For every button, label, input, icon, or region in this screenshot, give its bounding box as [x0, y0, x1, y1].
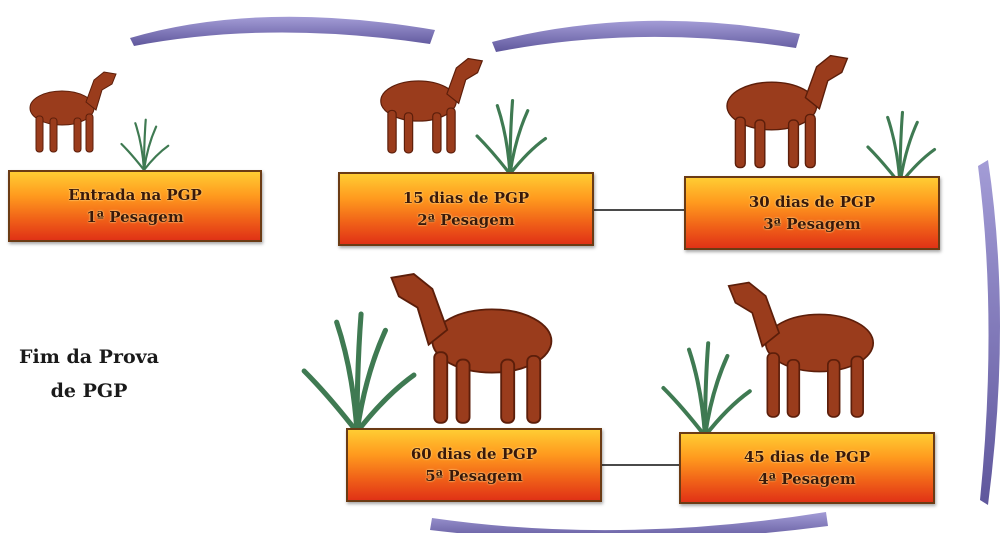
- sheep-icon: [20, 58, 120, 158]
- stage-weighing: 2ª Pesagem: [417, 209, 514, 231]
- end-of-test-label: Fim da Prova de PGP: [14, 340, 164, 408]
- stage-title: 15 dias de PGP: [403, 187, 529, 209]
- stage-weighing: 4ª Pesagem: [758, 468, 855, 490]
- stage-weighing: 3ª Pesagem: [763, 213, 860, 235]
- grass-icon: [470, 98, 550, 174]
- end-label-line-1: Fim da Prova: [14, 340, 164, 374]
- sheep-icon: [722, 258, 890, 428]
- stage-title: 60 dias de PGP: [411, 443, 537, 465]
- grass-icon: [118, 118, 170, 170]
- stage-box-2: 15 dias de PGP 2ª Pesagem: [338, 172, 594, 246]
- stage-box-1: Entrada na PGP 1ª Pesagem: [8, 170, 262, 242]
- stage-title: 30 dias de PGP: [749, 191, 875, 213]
- arrow-stage4-to-stage5: [430, 512, 828, 533]
- end-label-line-2: de PGP: [14, 374, 164, 408]
- sheep-icon: [380, 248, 574, 434]
- stage-box-5: 60 dias de PGP 5ª Pesagem: [346, 428, 602, 502]
- stage-title: Entrada na PGP: [68, 184, 202, 206]
- sheep-icon: [708, 36, 858, 176]
- stage-weighing: 1ª Pesagem: [86, 206, 183, 228]
- grass-icon: [850, 110, 950, 184]
- stage-weighing: 5ª Pesagem: [425, 465, 522, 487]
- stage-title: 45 dias de PGP: [744, 446, 870, 468]
- stage-box-4: 45 dias de PGP 4ª Pesagem: [679, 432, 935, 504]
- stage-box-3: 30 dias de PGP 3ª Pesagem: [684, 176, 940, 250]
- arrow-stage3-to-stage4: [978, 160, 1000, 505]
